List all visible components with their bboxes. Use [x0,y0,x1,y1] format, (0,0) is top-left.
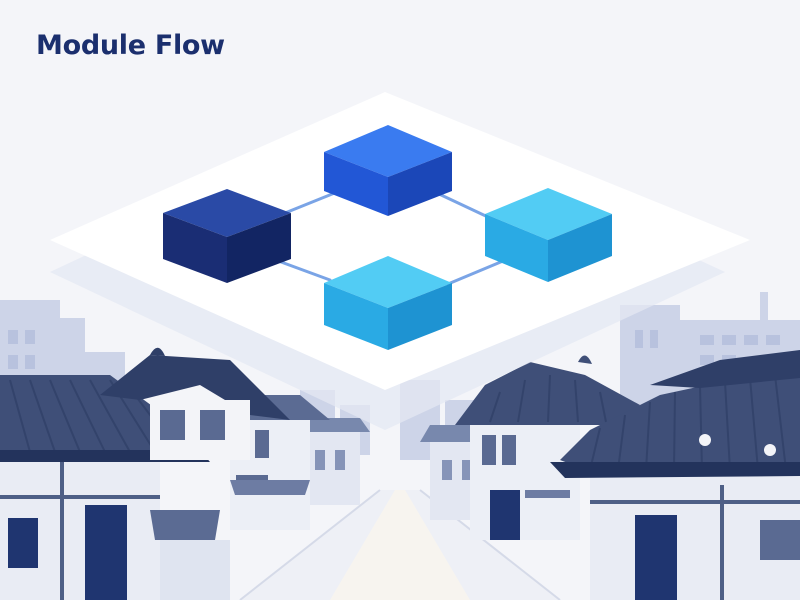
platform-top [50,92,750,390]
left-house-front [0,347,290,600]
bottom-sky-module [324,256,452,350]
right-house-front [550,350,800,600]
background-skyline-windows [8,330,780,369]
right-house-mid [455,355,640,540]
right-sky-module [485,188,612,282]
page-title: Module Flow [36,30,225,61]
navy-module [163,189,291,283]
right-houses [420,350,800,600]
street [239,489,561,600]
left-houses [0,347,370,600]
top-blue-module [324,125,452,216]
